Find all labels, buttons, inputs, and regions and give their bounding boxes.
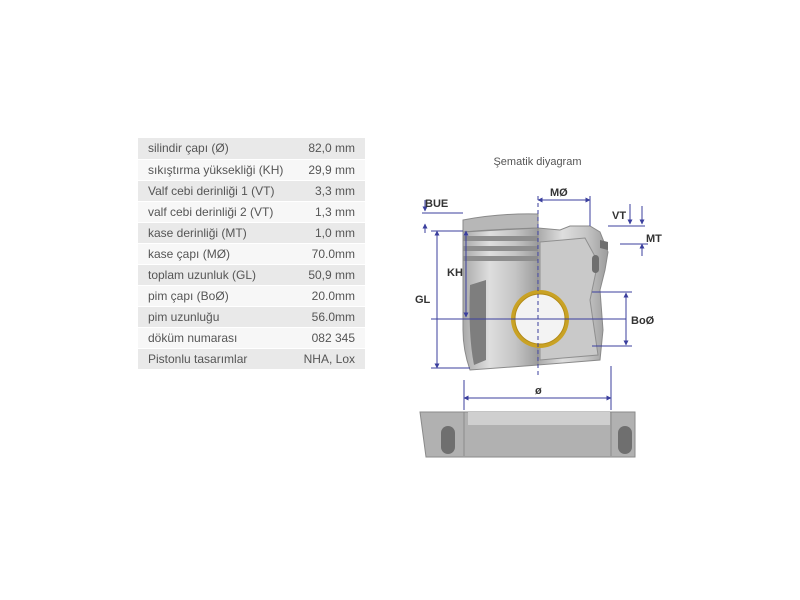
label-gl: GL — [415, 294, 431, 306]
spec-label: döküm numarası — [138, 327, 294, 349]
spec-row: kase derinliği (MT)1,0 mm — [138, 222, 365, 244]
spec-value: NHA, Lox — [293, 348, 365, 370]
dimension-lines — [422, 196, 648, 410]
label-kh: KH — [447, 267, 463, 279]
spec-row: silindir çapı (Ø)82,0 mm — [138, 138, 365, 160]
spec-label: Pistonlu tasarımlar — [138, 348, 294, 370]
dimension-labels: BUE MØ VT MT KH GL BoØ ø — [415, 187, 662, 397]
label-mo: MØ — [550, 187, 568, 199]
piston-bottom-section — [419, 411, 636, 458]
diagram-title: Şematik diyagram — [493, 156, 582, 168]
spec-label: toplam uzunluk (GL) — [138, 264, 294, 286]
spec-label: kase derinliği (MT) — [138, 222, 294, 244]
spec-value: 70.0mm — [293, 243, 365, 265]
spec-label: kase çapı (MØ) — [138, 243, 294, 265]
spec-row: toplam uzunluk (GL)50,9 mm — [138, 264, 365, 286]
label-bue: BUE — [425, 198, 448, 210]
spec-row: kase çapı (MØ)70.0mm — [138, 243, 365, 265]
label-mt: MT — [646, 233, 662, 245]
spec-label: Valf cebi derinliği 1 (VT) — [138, 180, 294, 202]
spec-row: sıkıştırma yüksekliği (KH)29,9 mm — [138, 159, 365, 181]
spec-value: 082 345 — [293, 327, 365, 349]
spec-value: 29,9 mm — [293, 159, 365, 181]
label-vt: VT — [612, 210, 626, 222]
spec-row: Valf cebi derinliği 1 (VT)3,3 mm — [138, 180, 365, 202]
spec-value: 20.0mm — [293, 285, 365, 307]
spec-row: valf cebi derinliği 2 (VT)1,3 mm — [138, 201, 365, 223]
spec-value: 50,9 mm — [293, 264, 365, 286]
spec-value: 1,3 mm — [293, 201, 365, 223]
spec-table: silindir çapı (Ø)82,0 mm sıkıştırma yüks… — [138, 138, 365, 370]
piston-schematic-diagram: BUE MØ VT MT KH GL BoØ ø — [415, 187, 662, 458]
label-boo: BoØ — [631, 315, 655, 327]
spec-label: sıkıştırma yüksekliği (KH) — [138, 159, 294, 181]
spec-value: 56.0mm — [293, 306, 365, 328]
spec-label: silindir çapı (Ø) — [138, 138, 294, 160]
spec-value: 1,0 mm — [293, 222, 365, 244]
spec-label: pim uzunluğu — [138, 306, 294, 328]
spec-value: 82,0 mm — [293, 138, 365, 160]
spec-row: pim çapı (BoØ)20.0mm — [138, 285, 365, 307]
label-diameter: ø — [535, 385, 542, 397]
spec-label: valf cebi derinliği 2 (VT) — [138, 201, 294, 223]
spec-value: 3,3 mm — [293, 180, 365, 202]
spec-label: pim çapı (BoØ) — [138, 285, 294, 307]
